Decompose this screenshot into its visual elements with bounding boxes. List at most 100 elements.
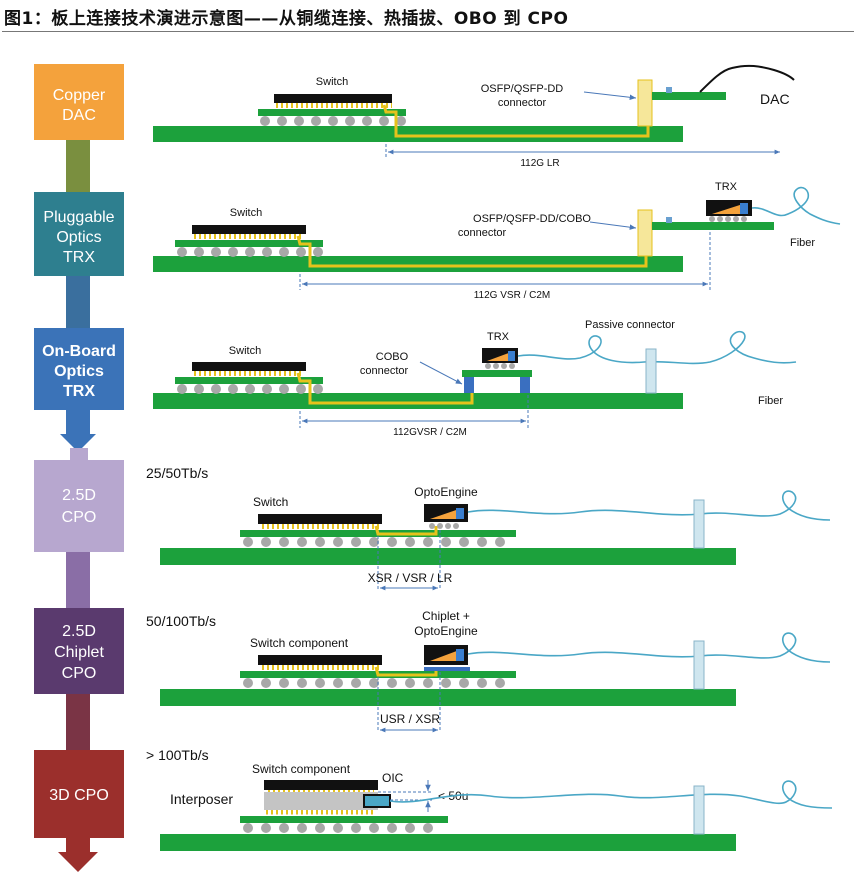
optical-engine-icon <box>712 203 746 214</box>
connector-label: connector <box>360 365 409 377</box>
stage-box-pluggable-optics <box>34 192 124 276</box>
optical-engine-icon <box>456 508 464 519</box>
passive-connector <box>693 499 705 549</box>
connector-callout-arrow <box>419 361 463 385</box>
oic-label: OIC <box>382 771 404 785</box>
reach-label: USR / XSR <box>380 712 440 726</box>
row-2-5d-chiplet-cpo: 50/100Tb/s Switch component Chiplet + Op… <box>146 609 831 733</box>
main-board <box>153 393 683 409</box>
stage-box-on-board-optics <box>34 328 124 410</box>
stage-box-2-5d-cpo <box>34 460 124 552</box>
main-board <box>160 834 736 851</box>
fiber <box>751 186 841 225</box>
switch-chip <box>264 780 378 790</box>
optical-engine-icon <box>487 351 514 361</box>
down-arrow-icon <box>58 852 98 872</box>
solder-balls <box>177 384 323 394</box>
stage-label: CPO <box>62 509 97 526</box>
connector-label: OSFP/QSFP-DD/COBO <box>473 213 591 225</box>
reach-label: XSR / VSR / LR <box>368 571 453 585</box>
switch-label: Switch <box>229 345 261 357</box>
row-2-5d-cpo: 25/50Tb/s Switch OptoEngine XSR / VSR / … <box>146 465 831 591</box>
down-arrow-icon <box>60 434 96 452</box>
optoengine-label: OptoEngine <box>414 624 478 638</box>
stage-label: CPO <box>62 665 97 682</box>
passive-connector-label: Passive connector <box>585 319 675 331</box>
trx-label: TRX <box>487 331 510 343</box>
package-substrate <box>175 377 323 384</box>
electrical-trace <box>374 666 438 677</box>
fiber-label: Fiber <box>790 237 815 249</box>
stage-link <box>66 410 90 434</box>
stage-label: 2.5D <box>62 623 96 640</box>
connector-callout-arrow <box>583 91 637 101</box>
stage-label: DAC <box>62 107 96 124</box>
fiber <box>389 780 833 809</box>
connector-pin <box>666 217 672 223</box>
optoengine-label: Chiplet + <box>422 609 470 623</box>
title-divider <box>2 31 854 32</box>
bandwidth-label: > 100Tb/s <box>146 747 209 763</box>
electrical-trace <box>374 525 438 536</box>
pluggable-connector <box>637 209 653 257</box>
stage-column: Copper DAC Pluggable Optics TRX On-Board… <box>34 64 124 872</box>
row-3d-cpo: > 100Tb/s Switch component Interposer OI… <box>146 747 833 851</box>
connector-pin <box>666 87 672 93</box>
solder-balls <box>243 823 433 833</box>
solder-balls <box>243 537 505 547</box>
stage-label: Pluggable <box>43 209 114 226</box>
main-board <box>160 548 736 565</box>
switch-label: Switch <box>253 495 288 509</box>
stage-link <box>66 694 90 750</box>
optical-engine-icon <box>456 649 464 661</box>
chiplet-base <box>424 667 470 671</box>
fiber <box>517 330 797 365</box>
cobo-connector <box>464 377 474 393</box>
stage-label: 3D CPO <box>49 787 109 804</box>
row-on-board-optics: Switch TRX Passive connector Fiber COBO … <box>153 319 797 438</box>
passive-connector <box>693 785 705 835</box>
stage-label: TRX <box>63 249 95 266</box>
passive-connector <box>693 640 705 690</box>
dac-cable <box>699 64 795 93</box>
stage-label: Chiplet <box>54 644 104 661</box>
stage-label: Optics <box>54 363 104 380</box>
stage-label: On-Board <box>42 343 116 360</box>
row-copper-dac: Switch DAC OSFP/QSFP-DD connector 112G L… <box>153 64 795 169</box>
dac-label: DAC <box>760 91 790 107</box>
optical-engine-icon <box>430 508 462 519</box>
solder-balls <box>260 116 406 126</box>
interposer-label: Interposer <box>170 791 233 807</box>
module-board <box>462 370 532 377</box>
package-substrate <box>258 109 406 116</box>
switch-chip <box>258 655 382 665</box>
module-balls <box>709 216 747 222</box>
bandwidth-label: 25/50Tb/s <box>146 465 208 481</box>
switch-label: Switch <box>316 76 348 88</box>
module-balls <box>485 363 515 369</box>
stage-box-copper-dac <box>34 64 124 140</box>
switch-chip <box>192 362 306 371</box>
cobo-connector <box>520 377 530 393</box>
stage-box-2-5d-chiplet-cpo <box>34 608 124 694</box>
optical-engine-icon <box>740 203 748 214</box>
oic-chip <box>363 794 391 808</box>
module-balls <box>429 523 459 529</box>
bandwidth-label: 50/100Tb/s <box>146 613 216 629</box>
row-pluggable-optics: Switch TRX Fiber OSFP/QSFP-DD/COBO conne… <box>153 181 841 301</box>
main-board <box>160 689 736 706</box>
solder-balls <box>177 247 323 257</box>
connector-callout-arrow <box>589 221 637 230</box>
package-substrate <box>240 816 448 823</box>
stage-label: TRX <box>63 383 95 400</box>
trx-label: TRX <box>715 181 738 193</box>
stage-link <box>66 276 90 328</box>
stage-box-3d-cpo <box>34 750 124 838</box>
pluggable-connector <box>637 79 653 127</box>
switch-label: Switch component <box>250 636 349 650</box>
fiber <box>467 490 831 521</box>
fiber <box>467 632 831 663</box>
switch-chip <box>258 514 382 524</box>
stage-label: 2.5D <box>62 487 96 504</box>
